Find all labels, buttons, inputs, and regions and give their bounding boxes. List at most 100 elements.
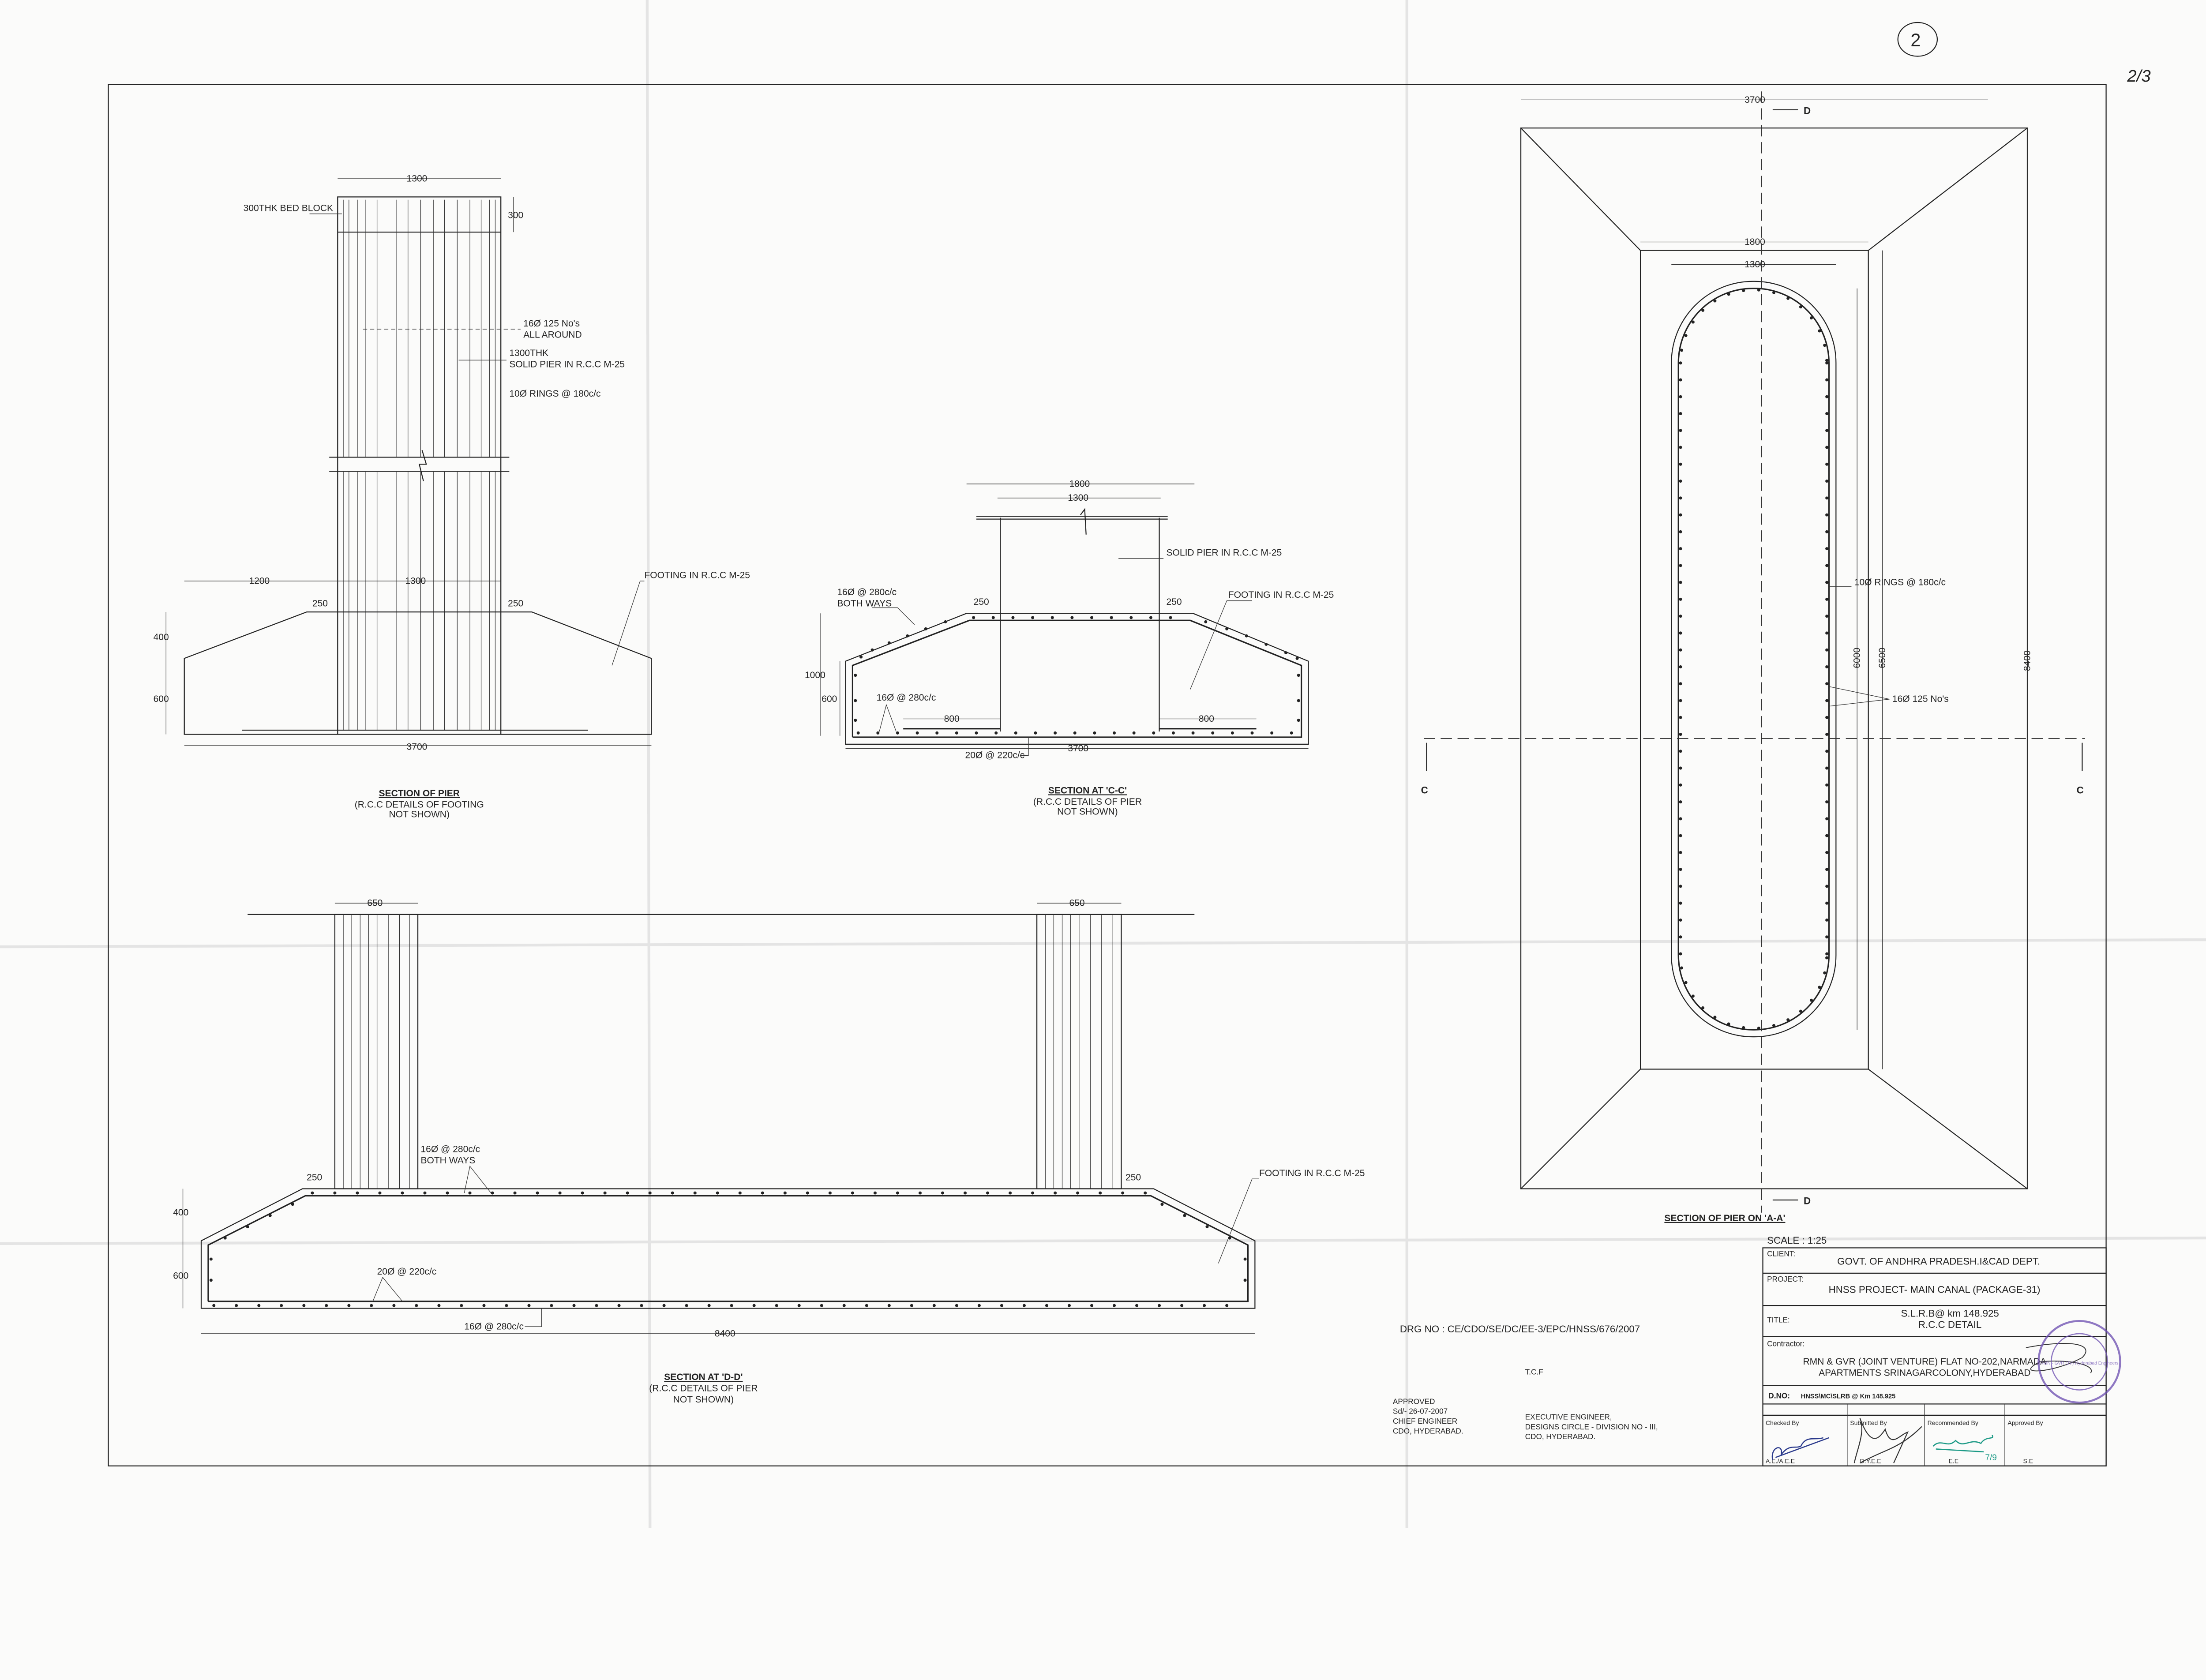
- rebar-dot: [1076, 1191, 1080, 1195]
- rebar-dot: [1679, 834, 1682, 837]
- rebar-dot: [1183, 1214, 1186, 1217]
- rebar-dot: [246, 1225, 249, 1229]
- label-main-bars: 20Ø @ 220c/c: [965, 750, 1025, 761]
- label-vertical-bars-note: ALL AROUND: [523, 330, 582, 340]
- section-dd: 650 650 16Ø @ 280c/c BOTH WAYS 250 250 F…: [173, 898, 1365, 1405]
- rebar-dot: [527, 1304, 531, 1307]
- section-marker-c-right: C: [2077, 784, 2084, 795]
- rebar-dot: [1009, 1191, 1012, 1195]
- submitted-by-label: Submitted By: [1850, 1419, 1887, 1426]
- rebar-dot: [896, 731, 899, 735]
- rebar-dot: [550, 1304, 553, 1307]
- rebar-dot: [1691, 320, 1695, 324]
- rebar-dot: [707, 1304, 711, 1307]
- rebar-dot: [1825, 901, 1829, 905]
- rebar-dot: [1825, 868, 1829, 871]
- rebar-dot: [932, 1304, 936, 1307]
- rebar-dot: [1090, 1304, 1093, 1307]
- rebar-dot: [1825, 885, 1829, 888]
- section-cc: 1800 1300 SOLID PIER IN R.C.C M-25 FOOTI…: [805, 479, 1334, 817]
- recommended-by-label: Recommended By: [1928, 1419, 1978, 1426]
- rebar-dot: [1000, 1304, 1003, 1307]
- rebar-dot: [716, 1191, 719, 1195]
- rebar-dot: [693, 1191, 697, 1195]
- rebar-dot: [572, 1304, 576, 1307]
- dim-600: 600: [154, 694, 169, 704]
- rebar-dot: [1169, 616, 1172, 619]
- label-footing: FOOTING IN R.C.C M-25: [644, 570, 750, 581]
- rebar-dot: [1158, 1304, 1161, 1307]
- rebar-dot: [1191, 731, 1195, 735]
- rebar-dot: [446, 1191, 449, 1195]
- rebar-dot: [1679, 513, 1682, 517]
- rebar-dot: [333, 1191, 337, 1195]
- rebar-dot: [1701, 1006, 1705, 1009]
- rebar-dot: [1825, 750, 1829, 753]
- rebar-dot: [1772, 1024, 1776, 1028]
- section-note-2: NOT SHOWN): [389, 810, 450, 820]
- rebar-dot: [1679, 648, 1682, 652]
- rebar-dot: [280, 1304, 283, 1307]
- signature-recommended: [1932, 1434, 1993, 1453]
- rebar-dot: [1684, 334, 1688, 338]
- rebar-dot: [887, 641, 891, 645]
- rebar-dot: [640, 1304, 643, 1307]
- section-of-pier: 1300 300 300THK BED BLOCK 16Ø 125 No's A…: [154, 173, 750, 819]
- rebar-dot: [1679, 766, 1682, 770]
- rebar-dot: [1825, 665, 1829, 668]
- rebar-dot: [1679, 733, 1682, 736]
- rebar-dot: [1825, 956, 1829, 960]
- rebar-dot: [1825, 952, 1829, 956]
- approved-line-2: Sd/- 26-07-2007: [1393, 1407, 1448, 1416]
- rebar-dot: [1825, 496, 1829, 500]
- rebar-dot: [1825, 631, 1829, 635]
- pier-vertical-rebars: [343, 199, 496, 730]
- rebar-dot: [854, 719, 857, 722]
- rebar-dot: [1160, 1203, 1164, 1206]
- rebar-dot: [1679, 530, 1682, 533]
- rebar-dot: [1825, 513, 1829, 517]
- rebar-dot: [1211, 731, 1215, 735]
- label-bars: 16Ø 125 No's: [1892, 694, 1949, 704]
- rebar-dot: [1099, 1191, 1102, 1195]
- section-note-2: NOT SHOWN): [1057, 806, 1118, 817]
- dim-1800: 1800: [1069, 479, 1090, 489]
- executive-line-2: DESIGNS CIRCLE - DIVISION NO - III,: [1525, 1422, 1658, 1431]
- dim-600: 600: [173, 1271, 188, 1281]
- recommended-date: 7/9: [1985, 1453, 1997, 1462]
- approved-line-3: CHIEF ENGINEER: [1393, 1417, 1457, 1425]
- recommended-by-role: E.E: [1948, 1457, 1958, 1464]
- dim-1300: 1300: [1745, 259, 1765, 270]
- dim-650-right: 650: [1069, 898, 1084, 908]
- rebar-dot: [1034, 731, 1037, 735]
- rebar-dot: [1825, 395, 1829, 398]
- rebar-dot: [859, 655, 863, 659]
- dim-800-left: 800: [944, 714, 960, 724]
- rebar-dot: [291, 1203, 294, 1206]
- rebar-dot: [1825, 682, 1829, 686]
- rebar-dot: [1825, 766, 1829, 770]
- rebar-dot: [1799, 1009, 1802, 1013]
- executive-line-3: CDO, HYDERABAD.: [1525, 1432, 1596, 1441]
- rebar-dot: [325, 1304, 328, 1307]
- rebar-dot: [1093, 731, 1096, 735]
- rebar-dot: [1679, 597, 1682, 601]
- rebar-dot: [1825, 412, 1829, 416]
- rebar-dot: [1250, 731, 1254, 735]
- rebar-dot: [482, 1304, 486, 1307]
- rebar-dot: [1679, 462, 1682, 466]
- rebar-dot: [851, 1191, 854, 1195]
- rebar-dot: [626, 1191, 629, 1195]
- rebar-dot: [1073, 731, 1077, 735]
- rebar-dot: [730, 1304, 733, 1307]
- rebar-dot: [1297, 699, 1300, 702]
- rebar-dot: [1825, 446, 1829, 449]
- rebar-dot: [752, 1304, 756, 1307]
- rebar-dot: [1679, 952, 1682, 956]
- dim-250-left: 250: [312, 598, 328, 608]
- dim-base-width: 8400: [715, 1328, 735, 1339]
- rebar-dot: [1825, 581, 1829, 584]
- rebar-dot: [1825, 935, 1829, 939]
- dno-value: HNSS\MC\SLRB @ Km 148.925: [1801, 1393, 1896, 1400]
- rebar-dot: [1679, 901, 1682, 905]
